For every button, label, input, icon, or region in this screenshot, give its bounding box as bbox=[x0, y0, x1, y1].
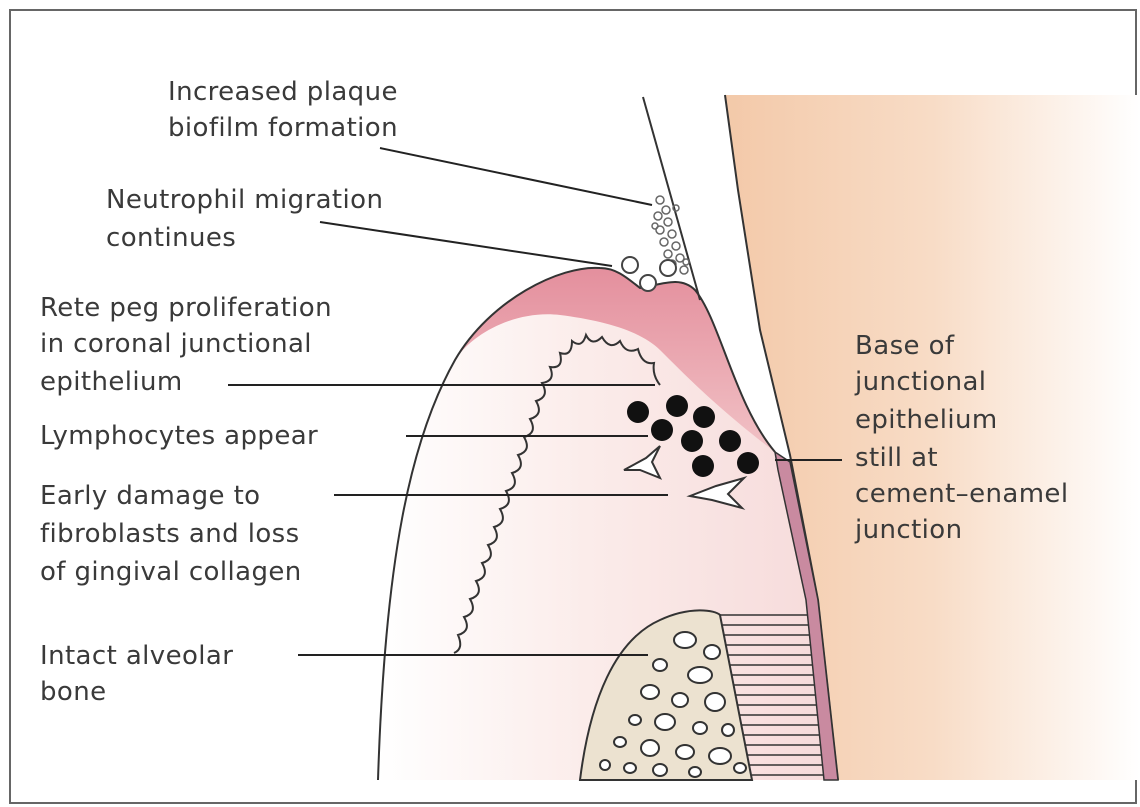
label-fibroblasts-line: fibroblasts and loss bbox=[40, 519, 300, 549]
label-junctional-base-line: still at bbox=[855, 443, 938, 473]
label-plaque: Increased plaque biofilm formation bbox=[168, 77, 407, 143]
label-lymphocytes-line: Lymphocytes appear bbox=[40, 421, 318, 451]
label-bone: Intact alveolar bone bbox=[40, 641, 242, 707]
label-junctional-base-line: junction bbox=[854, 515, 962, 545]
label-bone-line: Intact alveolar bbox=[40, 641, 233, 671]
leader-neutrophil bbox=[320, 222, 612, 266]
label-plaque-line: Increased plaque bbox=[168, 77, 398, 107]
label-plaque-line: biofilm formation bbox=[168, 113, 398, 143]
label-neutrophil: Neutrophil migration continues bbox=[106, 185, 392, 253]
label-fibroblasts-line: Early damage to bbox=[40, 481, 261, 511]
label-junctional-base-line: cement–enamel bbox=[855, 479, 1068, 509]
label-rete-peg-line: epithelium bbox=[40, 367, 183, 397]
label-fibroblasts-line: of gingival collagen bbox=[40, 557, 302, 587]
label-rete-peg-line: in coronal junctional bbox=[40, 329, 312, 359]
label-junctional-base-line: junctional bbox=[854, 367, 986, 397]
label-junctional-base-line: Base of bbox=[855, 331, 955, 361]
label-neutrophil-line: Neutrophil migration bbox=[106, 185, 383, 215]
label-bone-line: bone bbox=[40, 677, 107, 707]
leader-plaque bbox=[380, 148, 652, 205]
label-junctional-base-line: epithelium bbox=[855, 405, 998, 435]
label-neutrophil-line: continues bbox=[106, 223, 236, 253]
label-rete-peg: Rete peg proliferation in coronal juncti… bbox=[40, 293, 341, 397]
label-fibroblasts: Early damage to fibroblasts and loss of … bbox=[40, 481, 308, 587]
label-lymphocytes: Lymphocytes appear bbox=[40, 421, 318, 451]
label-rete-peg-line: Rete peg proliferation bbox=[40, 293, 332, 323]
